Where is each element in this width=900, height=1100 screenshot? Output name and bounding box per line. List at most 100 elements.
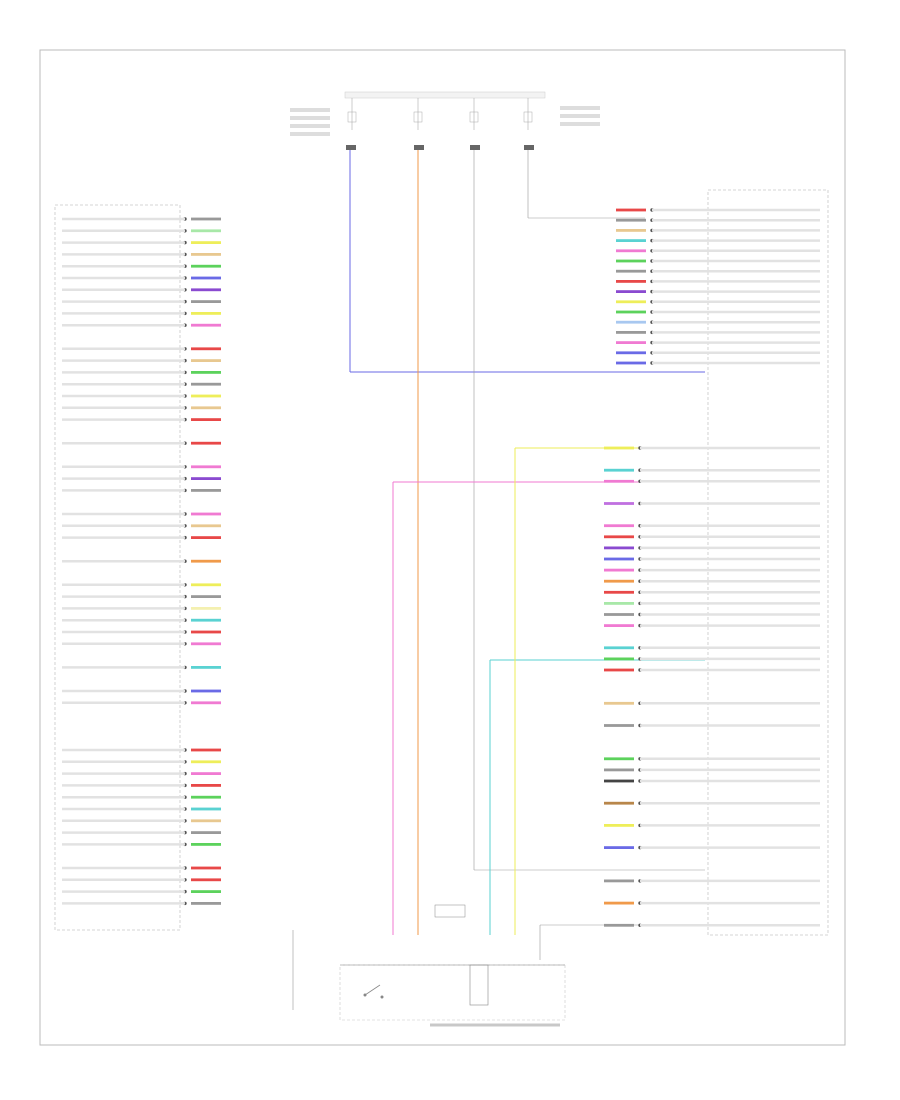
connector-pin (62, 512, 221, 516)
connector-pin (62, 276, 221, 280)
connector-pin (616, 238, 820, 243)
connector-pin (62, 878, 221, 882)
connector-pin (604, 590, 820, 594)
connector-pin (604, 479, 820, 483)
connector-pin (604, 524, 820, 528)
connector-pin (62, 229, 221, 233)
connector-pin (604, 557, 820, 561)
connector-pin (616, 208, 820, 212)
connector-pin (604, 768, 820, 772)
connector-pin (604, 501, 820, 506)
connector-pin (62, 760, 221, 764)
connector-pin (604, 612, 820, 617)
left-connector-pins (62, 217, 221, 906)
connector-pin (604, 623, 820, 628)
right-module-box (707, 189, 829, 936)
connector-pin (604, 468, 820, 472)
connector-pin (616, 289, 820, 294)
connector-pin (62, 606, 221, 611)
connector-pin (62, 559, 221, 563)
connector-pin (604, 845, 820, 850)
connector-pin (604, 657, 820, 661)
connector-pin (62, 465, 221, 469)
connector-pin (62, 583, 221, 587)
connector-pin (604, 601, 820, 606)
connector-pin (62, 323, 221, 327)
connector-pin (62, 771, 221, 776)
connector-pin (616, 361, 820, 365)
connector-pin (62, 819, 221, 823)
connector-pin (62, 299, 221, 304)
connector-pin (62, 524, 221, 528)
connector-pin (62, 901, 221, 906)
connector-pin (62, 807, 221, 811)
connector-pin (604, 546, 820, 550)
connector-pin (616, 249, 820, 253)
connector-pin (616, 320, 820, 324)
top-fuse-group (290, 91, 600, 150)
connector-pin (604, 879, 820, 883)
connector-pin (62, 866, 221, 870)
connector-pin (604, 701, 820, 705)
connector-pin (604, 823, 820, 828)
connector-pin (62, 347, 221, 351)
connector-pin (62, 701, 221, 705)
connector-pin (616, 259, 820, 263)
connector-pin (62, 252, 221, 257)
connector-pin (62, 441, 221, 445)
connector-pin (62, 476, 221, 481)
connector-pin (616, 351, 820, 355)
connector-pin (604, 668, 820, 672)
connector-pin (604, 723, 820, 728)
connector-pin (604, 646, 820, 650)
connector-pin (62, 535, 221, 540)
connector-pin (616, 228, 820, 233)
connector-pin (62, 217, 221, 221)
connector-pin (62, 288, 221, 292)
connector-pin (616, 330, 820, 335)
connector-pin (62, 642, 221, 646)
connector-pin (62, 689, 221, 693)
connector-pin (62, 665, 221, 670)
connector-pin (616, 269, 820, 273)
connector-pin (604, 757, 820, 761)
connector-pin (62, 488, 221, 493)
connector-pin (604, 446, 820, 450)
connector-pin (62, 842, 221, 847)
connector-pin (62, 630, 221, 634)
connector-pin (62, 417, 221, 422)
right-connector-pins-top (616, 208, 820, 365)
connector-pin (62, 370, 221, 375)
connector-pin (62, 394, 221, 398)
connector-pin (62, 618, 221, 622)
connector-pin (62, 311, 221, 316)
connector-pin (62, 358, 221, 363)
bottom-switch-block (339, 904, 566, 1027)
connector-pin (616, 340, 820, 345)
connector-pin (62, 264, 221, 268)
connector-pin (604, 568, 820, 572)
connector-pin (604, 923, 820, 927)
connector-pin (62, 830, 221, 835)
connector-pin (604, 579, 820, 583)
connector-pin (62, 240, 221, 245)
connector-pin (604, 801, 820, 805)
connector-pin (616, 300, 820, 304)
connector-pin (62, 889, 221, 894)
left-module-box (54, 204, 181, 931)
connector-pin (62, 795, 221, 799)
connector-pin (616, 218, 820, 222)
connector-pin (604, 779, 820, 783)
outer-frame (39, 49, 846, 1046)
connector-pin (604, 901, 820, 905)
connector-pin (616, 279, 820, 284)
connector-pin (62, 382, 221, 386)
connector-pin (62, 594, 221, 599)
right-connector-pins-bottom (604, 446, 820, 927)
connector-pin (62, 783, 221, 788)
connector-pin (616, 310, 820, 314)
connector-pin (62, 406, 221, 410)
connector-pin (62, 748, 221, 752)
connector-pin (604, 535, 820, 539)
